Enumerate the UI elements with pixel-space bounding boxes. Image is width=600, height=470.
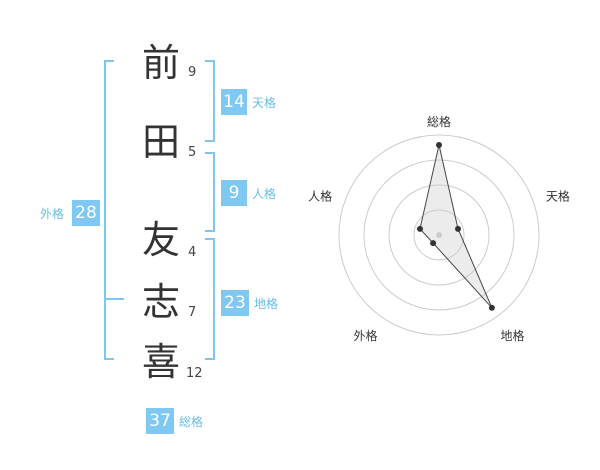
name-char-4: 志 — [142, 280, 181, 324]
radar-point-0 — [436, 142, 442, 148]
radar-axis-label-0: 総格 — [427, 114, 451, 129]
stroke-count-4: 7 — [188, 305, 197, 320]
soukaku-label: 総格 — [179, 415, 204, 429]
gaikaku-bracket — [104, 60, 114, 360]
name-char-2: 田 — [142, 120, 181, 164]
tenkaku-label: 天格 — [252, 96, 277, 110]
name-char-3: 友 — [142, 218, 181, 262]
jinkaku-label: 人格 — [252, 187, 277, 201]
radar-point-4 — [416, 225, 423, 232]
jinkaku-bracket — [205, 152, 215, 232]
radar-series-polygon — [419, 144, 493, 309]
stroke-count-5: 12 — [186, 366, 203, 381]
radar-ring-1 — [413, 209, 465, 261]
radar-point-1 — [455, 225, 462, 232]
radar-axis-label-3: 外格 — [354, 328, 378, 343]
stroke-count-2: 5 — [188, 145, 197, 160]
radar-axis-label-4: 人格 — [308, 188, 332, 203]
radar-ring-2 — [388, 184, 490, 286]
gaikaku-label: 外格 — [40, 207, 65, 221]
radar-center — [436, 232, 442, 238]
radar-ring-3 — [363, 159, 515, 311]
gaikaku-bracket-divider — [106, 298, 124, 300]
radar-ring-4 — [338, 134, 540, 336]
name-char-5: 喜 — [142, 340, 181, 384]
tenkaku-bracket — [205, 60, 215, 142]
radar-point-2 — [488, 304, 495, 311]
chikaku-value: 23 — [221, 290, 249, 316]
chikaku-bracket — [205, 238, 215, 360]
radar-axis-label-1: 天格 — [546, 188, 570, 203]
radar-axis-label-2: 地格 — [500, 328, 524, 343]
stroke-count-1: 9 — [188, 65, 197, 80]
chikaku-label: 地格 — [254, 297, 279, 311]
name-char-1: 前 — [142, 41, 181, 85]
stroke-count-3: 4 — [188, 245, 197, 260]
soukaku-value: 37 — [146, 408, 174, 434]
gaikaku-value: 28 — [72, 200, 100, 226]
radar-point-3 — [430, 240, 437, 247]
jinkaku-value: 9 — [221, 180, 247, 206]
tenkaku-value: 14 — [221, 89, 247, 115]
